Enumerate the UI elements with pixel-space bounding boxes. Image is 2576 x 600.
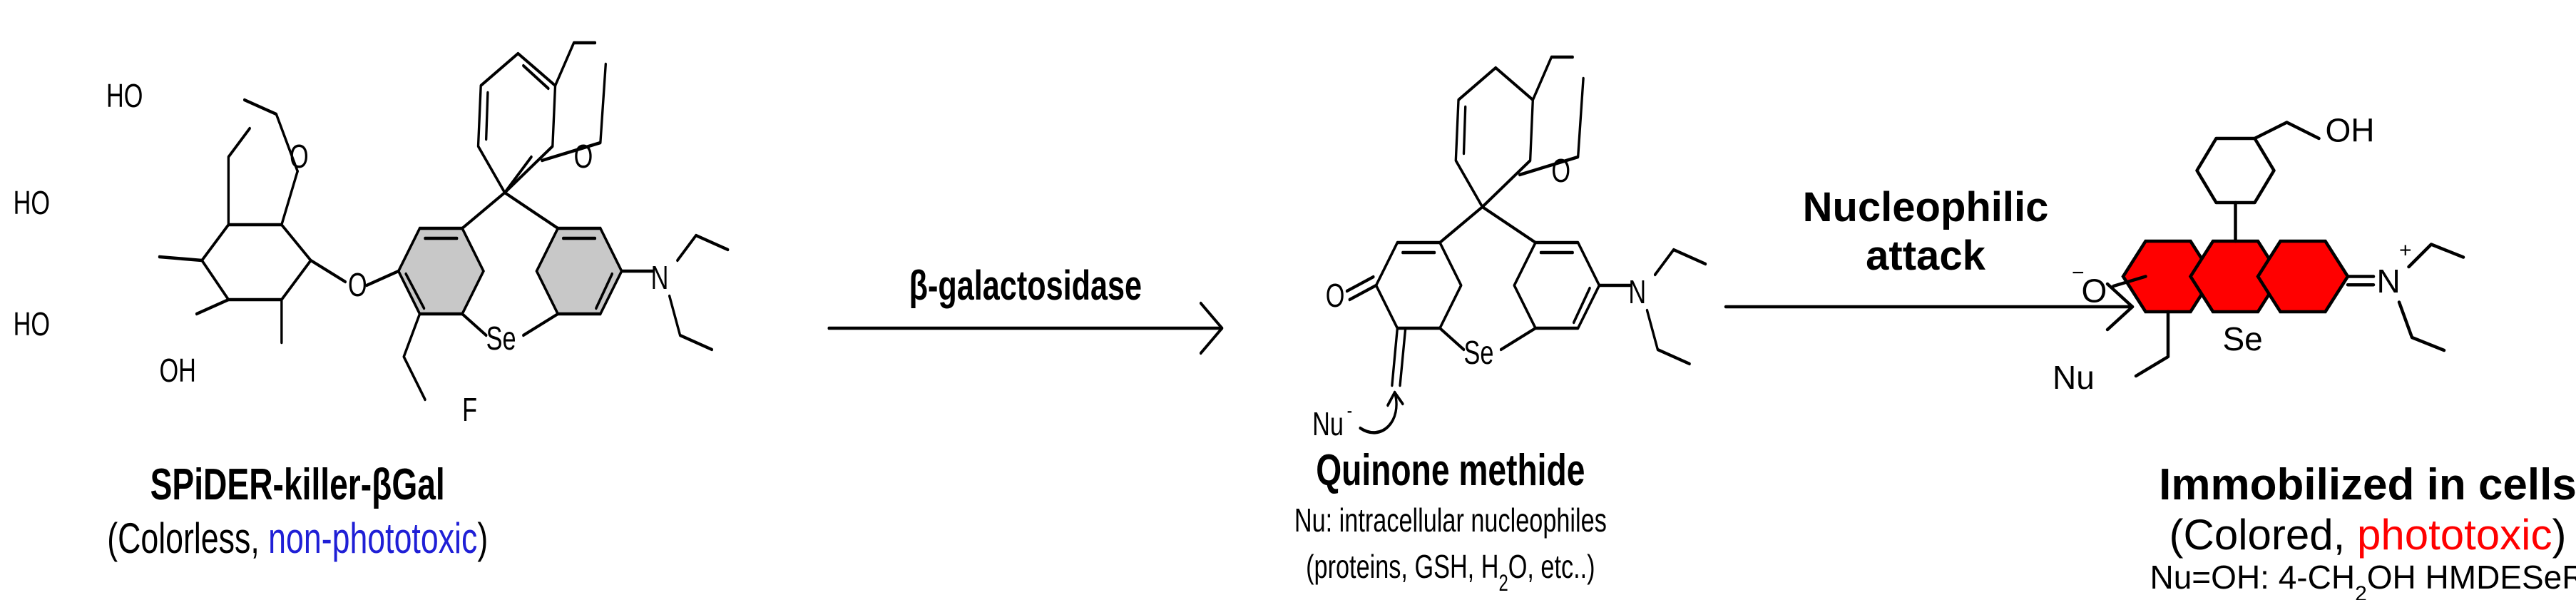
caption-nu-list: (proteins, GSH, H2O, etc..) [1306,548,1595,596]
caption-nu-label: Nu: [1294,502,1332,539]
caption-nu-desc: Nu: intracellular nucleophiles [1294,502,1607,539]
ring-red-center [2188,239,2283,314]
atom-ho-mid: HO [14,184,50,221]
caption-sub-1-close: ) [477,515,488,563]
caption-title-3: Immobilized in cells [2159,460,2576,509]
ring-right-shaded [535,226,623,316]
caption-title-2: Quinone methide [1316,445,1585,494]
atom-ho-top: HO [106,77,143,114]
molecule-spider-killer-bgal [158,41,730,402]
bond-ch2-nu [2134,310,2170,378]
caption-sub-3-colored: phototoxic [2357,511,2552,559]
atom-nu-attack: Nu [1312,405,1344,442]
bond-ethyl-2 [2397,300,2446,352]
atom-o-quinone: O [1326,277,1345,314]
caption-note-3-b: OH HMDESeR [2367,559,2576,596]
arrow-1-label: β-galactosidase [909,263,1142,309]
caption-sub-1-colored: non-phototoxic [268,515,477,563]
atom-n-charge: + [2399,239,2412,263]
arrow-2-label-line2: attack [1866,233,1985,279]
atom-oh: OH [160,352,196,389]
atom-se-3: Se [2223,320,2263,357]
arrow-1 [827,301,1224,355]
atom-o-ring: O [290,138,309,175]
arrow-2-label-line1: Nucleophilic [1803,184,2049,230]
atom-se-2: Se [1463,334,1493,371]
left-middle-panels: HO O HO HO OH O Se N O F β-galactosidase [14,41,1707,596]
caption-note-3-a: Nu=OH: 4-CH [2150,559,2356,596]
atom-o-charge: − [2072,261,2085,285]
bond-ethyl-1 [2407,243,2465,269]
caption-nu-list-sub: 2 [1498,570,1508,596]
caption-note-3-sub: 2 [2355,582,2367,600]
atom-o-link: O [348,266,367,303]
atom-n-1: N [651,259,669,296]
caption-sub-1: (Colorless, non-phototoxic) [107,515,488,563]
caption-sub-1-open: (Colorless, [107,515,268,563]
bond-ch2oh [2253,121,2321,141]
atom-nu-3: Nu [2053,359,2095,396]
atom-se-1: Se [486,320,516,357]
caption-sub-3-open: (Colored, [2169,511,2357,559]
atom-f: F [462,391,477,428]
caption-sub-3: (Colored, phototoxic) [2169,511,2567,559]
caption-title-1: SPiDER-killer-βGal [150,459,445,509]
atom-ho-low: HO [14,305,50,342]
atom-o-furan-2: O [1551,152,1570,189]
caption-nu-list-a: (proteins, GSH, H [1306,548,1498,585]
ring-red-right [2256,239,2350,314]
bond-c-o [2112,275,2147,288]
atom-n-3: N [2377,263,2401,300]
atom-oh-3: OH [2326,112,2375,149]
caption-nu-list-b: O, etc..) [1508,548,1595,585]
caption-sub-3-close: ) [2552,511,2566,559]
atom-o-furan-1: O [574,138,593,175]
ring-red-left [2121,239,2215,314]
caption-note-3: Nu=OH: 4-CH2OH HMDESeR [2150,559,2576,600]
atom-nu-charge: - [1347,398,1352,422]
caption-nu-text: intracellular nucleophiles [1339,502,1607,539]
ring-aryl [2195,136,2276,205]
arrow-2-head [2105,282,2135,332]
atom-o-3: O [2082,273,2107,310]
atom-n-2: N [1628,273,1646,310]
molecule-quinone-methide [1345,55,1707,434]
